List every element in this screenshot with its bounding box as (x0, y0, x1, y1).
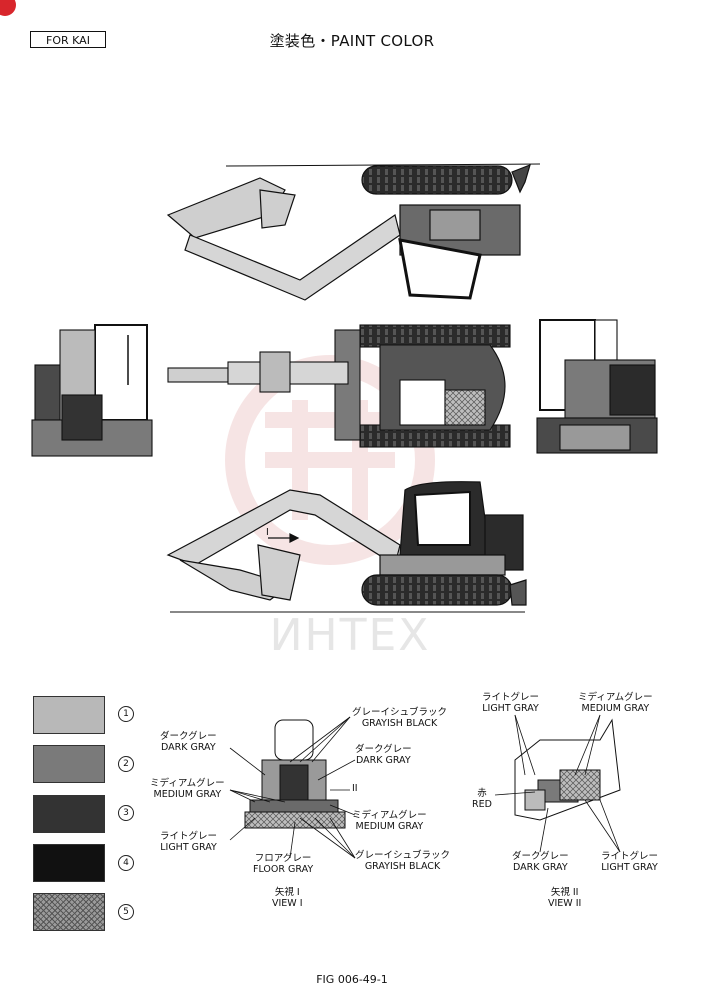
label-medium-gray-right: ミディアムグレー MEDIUM GRAY (352, 810, 427, 832)
page-title: 塗装色・PAINT COLOR (269, 32, 435, 50)
label-dark-gray-left: ダークグレー DARK GRAY (160, 731, 217, 753)
corner-mark (0, 0, 16, 16)
front-view (31, 324, 153, 457)
view-2-drawing (494, 714, 621, 853)
label-light-gray-top: ライトグレー LIGHT GRAY (482, 692, 540, 714)
upper-excavator-view (166, 163, 541, 301)
plan-view (167, 324, 511, 448)
side-view (166, 481, 527, 613)
view-1-caption: 矢視 I VIEW I (272, 887, 303, 909)
label-medium-gray-left: ミディアムグレー MEDIUM GRAY (150, 778, 225, 800)
label-floor-gray: フロアグレー FLOOR GRAY (253, 853, 314, 875)
legend-number-4: 4 (118, 855, 134, 871)
for-kai-tag: FOR KAI (30, 31, 106, 48)
label-red: 赤 RED (472, 788, 492, 810)
side-view-arrow-label: I (266, 527, 269, 538)
label-light-gray-bottom: ライトグレー LIGHT GRAY (601, 851, 659, 873)
swatch-2 (33, 745, 105, 783)
view-2-caption: 矢視 II VIEW II (548, 887, 582, 909)
swatch-5 (33, 893, 105, 931)
view-1-drawing (229, 716, 356, 859)
label-light-gray: ライトグレー LIGHT GRAY (160, 831, 218, 853)
label-dark-gray-right: ダークグレー DARK GRAY (355, 744, 412, 766)
legend-number-3: 3 (118, 805, 134, 821)
label-medium-gray-v2: ミディアムグレー MEDIUM GRAY (578, 692, 653, 714)
legend-number-5: 5 (118, 904, 134, 920)
swatch-3 (33, 795, 105, 833)
label-grayish-black-top: グレーイシュブラック GRAYISH BLACK (352, 707, 448, 729)
figure-number: FIG 006-49-1 (316, 973, 388, 986)
rear-view (536, 319, 658, 454)
view-1-arrow-mark: II (352, 783, 358, 794)
label-grayish-black-bottom: グレーイシュブラック GRAYISH BLACK (355, 850, 451, 872)
watermark-text: ИНТЕХ (269, 610, 431, 661)
swatch-1 (33, 696, 105, 734)
legend-number-2: 2 (118, 756, 134, 772)
label-dark-gray-v2: ダークグレー DARK GRAY (512, 851, 569, 873)
swatch-4 (33, 844, 105, 882)
legend-number-1: 1 (118, 706, 134, 722)
